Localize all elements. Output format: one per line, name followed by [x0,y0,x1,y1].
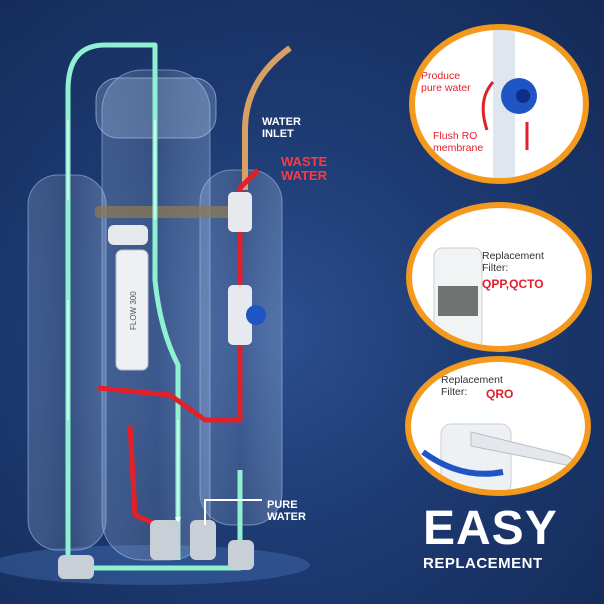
headline-easy: EASY [423,502,558,555]
headline-replacement: REPLACEMENT [423,555,543,572]
produce-arrow-icon [481,81,495,131]
shutoff-valve-knob [246,305,266,325]
flow-restrictor [115,249,149,371]
wrench-handle [470,431,574,467]
prefilter-model: QPP,QCTO [482,277,544,291]
twist-arrow-icon [421,449,504,477]
bottom-fitting-left [58,555,94,579]
ro-filter-illustration [421,423,574,490]
mounting-bracket [95,206,235,218]
pure-water-pointer [204,499,262,525]
prefilter-illustration [433,247,483,346]
waste-water-line [97,168,260,423]
bottom-fitting-mid [150,520,180,560]
tee-fitting [228,192,252,232]
fitting-top [108,225,148,245]
waste-return-line [127,424,159,528]
ro-filter-model: QRO [486,387,514,401]
bottom-fitting-right [190,520,216,560]
water-inlet-line [242,45,292,190]
prefilter-label-band [438,286,478,316]
valve-body [228,285,252,345]
valve-center [516,89,530,103]
valve-illustration [481,30,537,178]
bottom-fitting-far [228,540,254,570]
pure-water-arrows [67,120,178,520]
flow-restrictor-text: FLOW 300 [129,291,138,330]
